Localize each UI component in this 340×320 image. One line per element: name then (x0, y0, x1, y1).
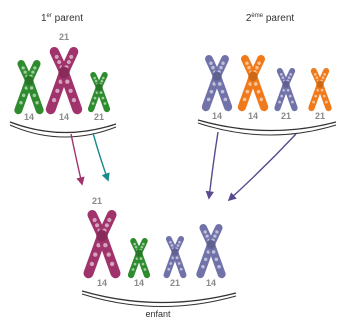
chromosome-p2-c4 (308, 68, 332, 112)
parent2-chromosome-group: 14 14 21 21 (197, 54, 337, 136)
parent1-bracket (9, 121, 117, 134)
child-chromosome-group: 21 14 14 21 14 (81, 196, 237, 308)
arrow-parent1-to-child (92, 132, 110, 182)
chromosome-number-label: 14 (97, 278, 107, 288)
chromosome-p1-c2 (45, 46, 83, 115)
chromosome-p2-c3 (274, 68, 298, 112)
chromosome-number-label: 14 (212, 111, 222, 121)
chromosome-number-label: 14 (248, 111, 258, 121)
parent2-bracket-inner (197, 122, 337, 136)
chromosome-c-c1 (83, 209, 121, 279)
parent1-label: 1er parent (41, 13, 83, 24)
chromosome-number-label: 21 (170, 278, 180, 288)
chromosome-number-label: 14 (24, 112, 34, 122)
chromosome-number-label: 14 (59, 112, 69, 122)
chromosome-p2-c1 (201, 54, 233, 112)
parent2-bracket (197, 119, 337, 132)
chromosome-number-label: 14 (134, 278, 144, 288)
child-label: enfant (145, 309, 171, 319)
parent1-chromosome-group: 14 14 21 21 (9, 32, 117, 138)
parent1-bracket-inner (9, 124, 117, 138)
arrow-parent2-to-child (205, 131, 219, 200)
chromosome-top-number-label: 21 (59, 32, 69, 42)
chromosome-number-label: 21 (315, 111, 325, 121)
chromosome-c-c2 (127, 238, 151, 279)
chromosome-top-number-label: 21 (92, 196, 102, 206)
child-bracket-inner (81, 293, 237, 308)
chromosome-number-label: 14 (206, 278, 216, 288)
chromosome-p1-c1 (14, 59, 44, 115)
arrow-parent2-to-child (227, 133, 297, 202)
chromosome-number-label: 21 (281, 111, 291, 121)
chromosome-p1-c3 (87, 72, 111, 113)
chromosome-p2-c2 (237, 54, 269, 112)
chromosome-c-c4 (196, 223, 226, 279)
chromosome-number-label: 21 (94, 112, 104, 122)
parent2-label: 2ème parent (246, 13, 295, 24)
child-bracket (81, 290, 237, 304)
arrow-parent1-to-child (70, 133, 85, 186)
chromosome-c-c3 (163, 236, 187, 279)
